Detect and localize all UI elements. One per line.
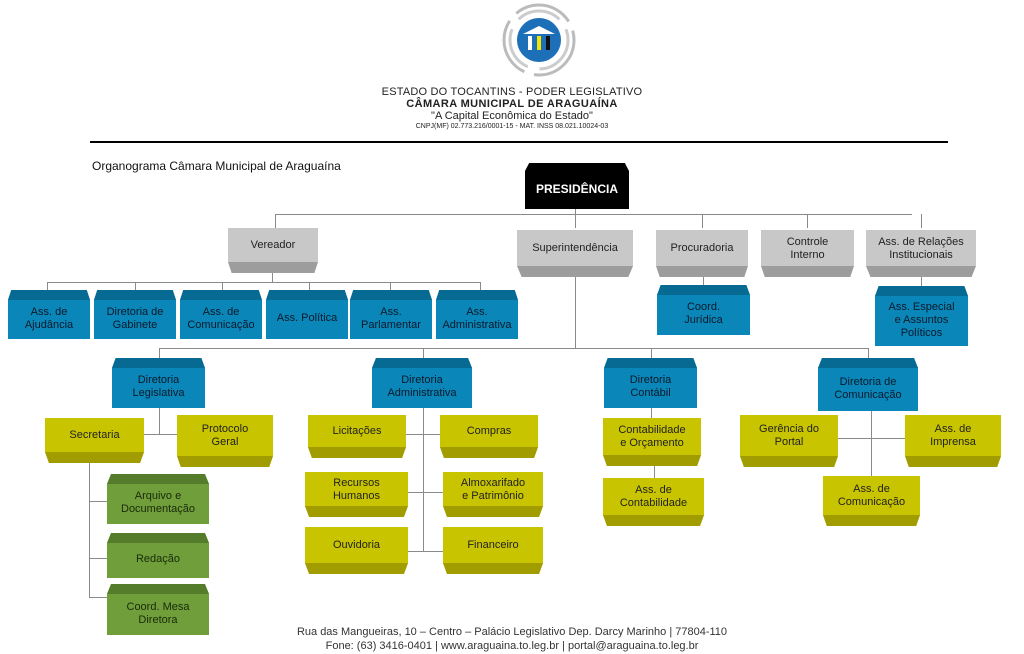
chart-title: Organograma Câmara Municipal de Araguaín…	[92, 159, 341, 173]
node-almoxarifado-patrimonio[interactable]: Almoxarifado e Patrimônio	[443, 472, 543, 517]
node-diretoria-comunicacao[interactable]: Diretoria de Comunicação	[818, 358, 918, 411]
connector	[159, 348, 868, 349]
header-line-camara: CÂMARA MUNICIPAL DE ARAGUAÍNA	[406, 98, 618, 110]
node-superintendencia[interactable]: Superintendência	[517, 230, 633, 277]
connector	[651, 348, 652, 360]
connector	[275, 214, 276, 228]
node-ass-parlamentar[interactable]: Ass. Parlamentar	[350, 290, 432, 339]
node-ass-comunicacao-vereador[interactable]: Ass. de Comunicação	[180, 290, 262, 339]
connector	[480, 282, 481, 290]
node-licitacoes[interactable]: Licitações	[308, 415, 406, 458]
connector	[390, 282, 391, 290]
footer-address: Rua das Mangueiras, 10 – Centro – Paláci…	[296, 626, 728, 638]
node-protocolo-geral[interactable]: Protocolo Geral	[177, 415, 273, 467]
node-ass-ajudancia[interactable]: Ass. de Ajudância	[8, 290, 90, 339]
node-ass-politica[interactable]: Ass. Política	[266, 290, 348, 339]
connector	[575, 208, 576, 228]
node-vereador[interactable]: Vereador	[228, 228, 318, 273]
connector	[408, 551, 444, 552]
node-presidencia[interactable]: PRESIDÊNCIA	[525, 163, 629, 209]
camara-logo-icon	[502, 3, 576, 77]
node-financeiro[interactable]: Financeiro	[443, 527, 543, 574]
node-redacao[interactable]: Redação	[107, 533, 209, 578]
connector	[144, 434, 178, 435]
header-line-cnpj: CNPJ(MF) 02.773.216/0001-15 - MAT. INSS …	[415, 123, 609, 130]
connector	[89, 597, 107, 598]
connector	[423, 407, 424, 552]
connector	[702, 214, 703, 228]
node-secretaria[interactable]: Secretaria	[45, 418, 144, 463]
connector	[159, 348, 160, 360]
connector	[654, 466, 655, 478]
connector	[309, 282, 310, 290]
connector	[921, 214, 922, 228]
connector	[807, 214, 808, 228]
header-divider	[90, 141, 948, 143]
connector	[575, 276, 576, 348]
connector	[651, 408, 652, 420]
node-diretoria-gabinete[interactable]: Diretoria de Gabinete	[94, 290, 176, 339]
connector	[921, 277, 922, 289]
connector	[406, 434, 442, 435]
footer-contact: Fone: (63) 3416-0401 | www.araguaina.to.…	[325, 640, 699, 652]
node-ouvidoria[interactable]: Ouvidoria	[305, 527, 408, 574]
node-ass-administrativa[interactable]: Ass. Administrativa	[436, 290, 518, 339]
node-contabilidade-orcamento[interactable]: Contabilidade e Orçamento	[603, 418, 701, 466]
connector	[47, 282, 48, 290]
node-controle-interno[interactable]: Controle Interno	[761, 230, 854, 277]
connector	[89, 501, 107, 502]
connector	[868, 348, 869, 360]
node-procuradoria[interactable]: Procuradoria	[656, 230, 748, 277]
connector	[47, 282, 481, 283]
connector	[89, 558, 107, 559]
node-compras[interactable]: Compras	[440, 415, 538, 458]
header-line-state: ESTADO DO TOCANTINS - PODER LEGISLATIVO	[381, 86, 643, 98]
node-gerencia-portal[interactable]: Gerência do Portal	[740, 415, 838, 467]
node-arquivo-documentacao[interactable]: Arquivo e Documentação	[107, 474, 209, 524]
connector	[423, 348, 424, 360]
connector	[159, 407, 160, 434]
node-coord-mesa-diretora[interactable]: Coord. Mesa Diretora	[107, 584, 209, 635]
connector	[871, 411, 872, 477]
header-line-slogan: "A Capital Econômica do Estado"	[431, 110, 593, 122]
node-ass-imprensa[interactable]: Ass. de Imprensa	[905, 415, 1001, 467]
connector	[838, 438, 906, 439]
connector	[135, 282, 136, 290]
node-ass-comunicacao[interactable]: Ass. de Comunicação	[823, 476, 920, 526]
connector	[272, 272, 273, 282]
node-coord-juridica[interactable]: Coord. Jurídica	[657, 285, 750, 335]
connector	[275, 214, 912, 215]
connector	[222, 282, 223, 290]
node-diretoria-administrativa[interactable]: Diretoria Administrativa	[372, 358, 472, 408]
node-diretoria-contabil[interactable]: Diretoria Contábil	[604, 358, 697, 408]
node-diretoria-legislativa[interactable]: Diretoria Legislativa	[112, 358, 205, 408]
node-relacoes-institucionais[interactable]: Ass. de Relações Institucionais	[866, 230, 976, 277]
node-recursos-humanos[interactable]: Recursos Humanos	[305, 472, 408, 517]
node-ass-contabilidade[interactable]: Ass. de Contabilidade	[603, 478, 704, 526]
node-ass-especial[interactable]: Ass. Especial e Assuntos Políticos	[875, 286, 968, 346]
connector	[408, 492, 444, 493]
connector	[703, 277, 704, 289]
connector	[89, 462, 90, 597]
